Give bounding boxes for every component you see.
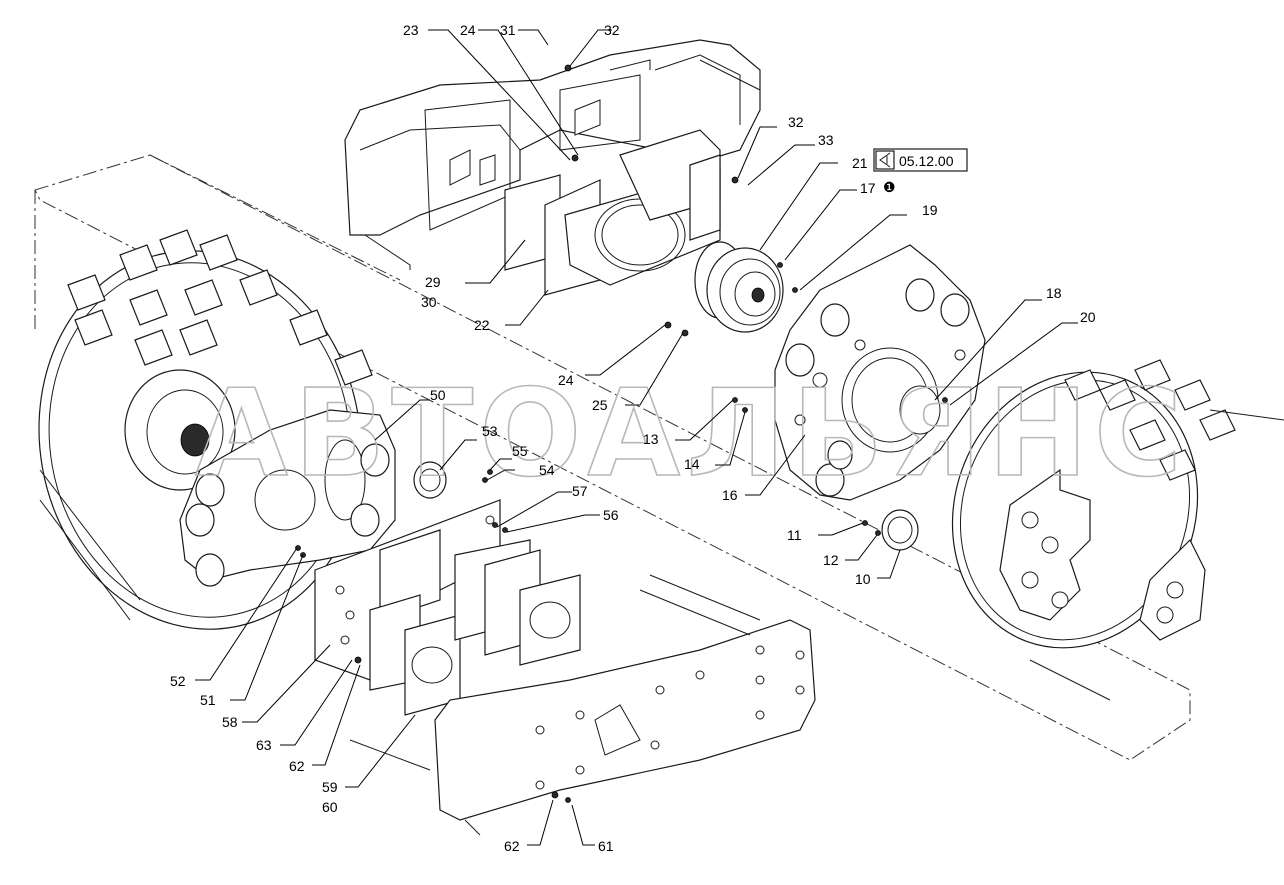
callout-52: 52	[170, 673, 186, 689]
callout-54: 54	[539, 462, 555, 478]
rubber-mount-left	[413, 461, 447, 499]
callout-11: 11	[787, 527, 802, 543]
callout-62: 62	[289, 758, 305, 774]
callout-29: 29	[425, 274, 441, 290]
callout-24-second: 24	[558, 372, 574, 388]
callout-57: 57	[572, 483, 588, 499]
callout-20: 20	[1080, 309, 1096, 325]
mounting-plates-upper	[504, 129, 721, 296]
leader-lines	[195, 29, 1078, 846]
callout-32: 32	[604, 22, 620, 38]
reference-box: 05.12.00	[873, 148, 968, 172]
callout-18: 18	[1046, 285, 1062, 301]
upper-frame	[344, 39, 761, 270]
watermark-text: АВТОАЛЬЯНС	[195, 365, 1188, 504]
lower-brackets	[369, 529, 581, 716]
callout-55: 55	[512, 443, 528, 459]
callout-63: 63	[256, 737, 272, 753]
callouts: 23 24 31 32 32 33 21 17 19 29 30 22 24 2…	[170, 22, 1096, 854]
callout-25: 25	[592, 397, 608, 413]
ring-plate-right	[774, 244, 986, 501]
callout-12: 12	[823, 552, 839, 568]
callout-59: 59	[322, 779, 338, 795]
ring-plate-left	[179, 409, 396, 587]
callout-60: 60	[322, 799, 338, 815]
callout-61: 61	[598, 838, 614, 854]
callout-50: 50	[430, 387, 446, 403]
callout-17: 17	[860, 180, 876, 196]
callout-14: 14	[684, 456, 700, 472]
callout-56: 56	[603, 507, 619, 523]
lower-frame	[349, 574, 816, 836]
callout-58: 58	[222, 714, 238, 730]
note-marker: ❶	[883, 179, 896, 195]
callout-23: 23	[403, 22, 419, 38]
callout-13: 13	[643, 431, 659, 447]
callout-10: 10	[855, 571, 871, 587]
fasteners	[295, 64, 948, 803]
callout-22: 22	[474, 317, 490, 333]
drive-motor	[694, 241, 784, 333]
callout-19: 19	[922, 202, 938, 218]
callout-24: 24	[460, 22, 476, 38]
callout-16: 16	[722, 487, 738, 503]
callout-53: 53	[482, 423, 498, 439]
rubber-mount	[881, 509, 919, 551]
callout-30: 30	[421, 294, 437, 310]
callout-33: 33	[818, 132, 834, 148]
callout-32-second: 32	[788, 114, 804, 130]
callout-51: 51	[200, 692, 216, 708]
callout-21: 21	[852, 155, 868, 171]
padfoot-drum-right	[951, 359, 1284, 701]
reference-code: 05.12.00	[899, 153, 954, 169]
assembly-axes	[34, 154, 1191, 761]
callout-31: 31	[500, 22, 516, 38]
callout-62-second: 62	[504, 838, 520, 854]
